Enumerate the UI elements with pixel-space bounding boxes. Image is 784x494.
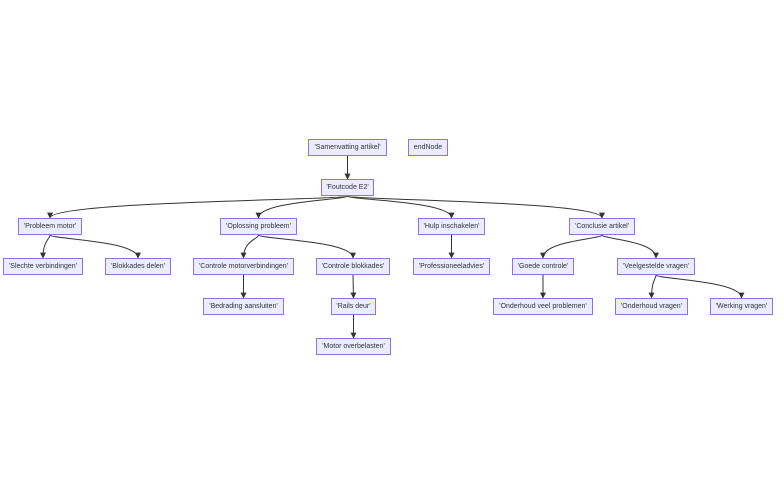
node-controle-blokkades: 'Controle blokkades' (316, 258, 390, 275)
node-onderhoud-vragen: 'Onderhoud vragen' (615, 298, 688, 315)
node-probleem-motor: 'Probleem motor' (18, 218, 82, 235)
edge-controle_blokkades-to-rails (350, 274, 357, 299)
edge-oplossing-to-controle_blokkades (258, 234, 356, 259)
edge-foutcode-to-conclusie (347, 195, 605, 219)
node-samenvatting-artikel: 'Samenvatting artikel' (308, 139, 387, 156)
edge-probleem_motor-to-blokkades_delen (49, 234, 141, 259)
edge-foutcode-to-hulp (347, 195, 455, 219)
node-blokkades-delen: 'Blokkades delen' (105, 258, 171, 275)
node-foutcode-e2: 'Foutcode E2' (321, 179, 374, 196)
edge-conclusie-to-veelgestelde (601, 234, 659, 259)
edge-conclusie-to-goede_controle (540, 234, 603, 259)
edge-veelgestelde-to-onderhoud_vragen (648, 274, 657, 299)
node-goede-controle: 'Goede controle' (512, 258, 574, 275)
node-bedrading-aansluiten: 'Bedrading aansluiten' (203, 298, 284, 315)
edge-probleem_motor-to-slechte (40, 234, 51, 259)
edge-foutcode-to-oplossing (255, 195, 348, 219)
node-veelgestelde-vragen: 'Veelgestelde vragen' (617, 258, 695, 275)
edge-foutcode-to-probleem_motor (47, 195, 348, 219)
node-slechte-verbindingen: 'Slechte verbindingen' (3, 258, 83, 275)
node-werking-vragen: 'Werking vragen' (710, 298, 773, 315)
node-motor-overbelasten: 'Motor overbelasten' (316, 338, 391, 355)
node-onderhoud-veel-problemen: 'Onderhoud veel problemen' (493, 298, 593, 315)
node-endnode: endNode (408, 139, 448, 156)
node-professioneeladvies: 'Professioneeladvies' (413, 258, 490, 275)
edge-oplossing-to-controle_motor (240, 234, 259, 259)
node-controle-motorverbindingen: 'Controle motorverbindingen' (193, 258, 294, 275)
node-conclusie-artikel: 'Conclusie artikel' (569, 218, 635, 235)
node-rails-deur: 'Rails deur' (331, 298, 376, 315)
edge-veelgestelde-to-werking_vragen (655, 274, 745, 299)
node-hulp-inschakelen: 'Hulp inschakelen' (418, 218, 485, 235)
node-oplossing-probleem: 'Oplossing probleem' (220, 218, 297, 235)
